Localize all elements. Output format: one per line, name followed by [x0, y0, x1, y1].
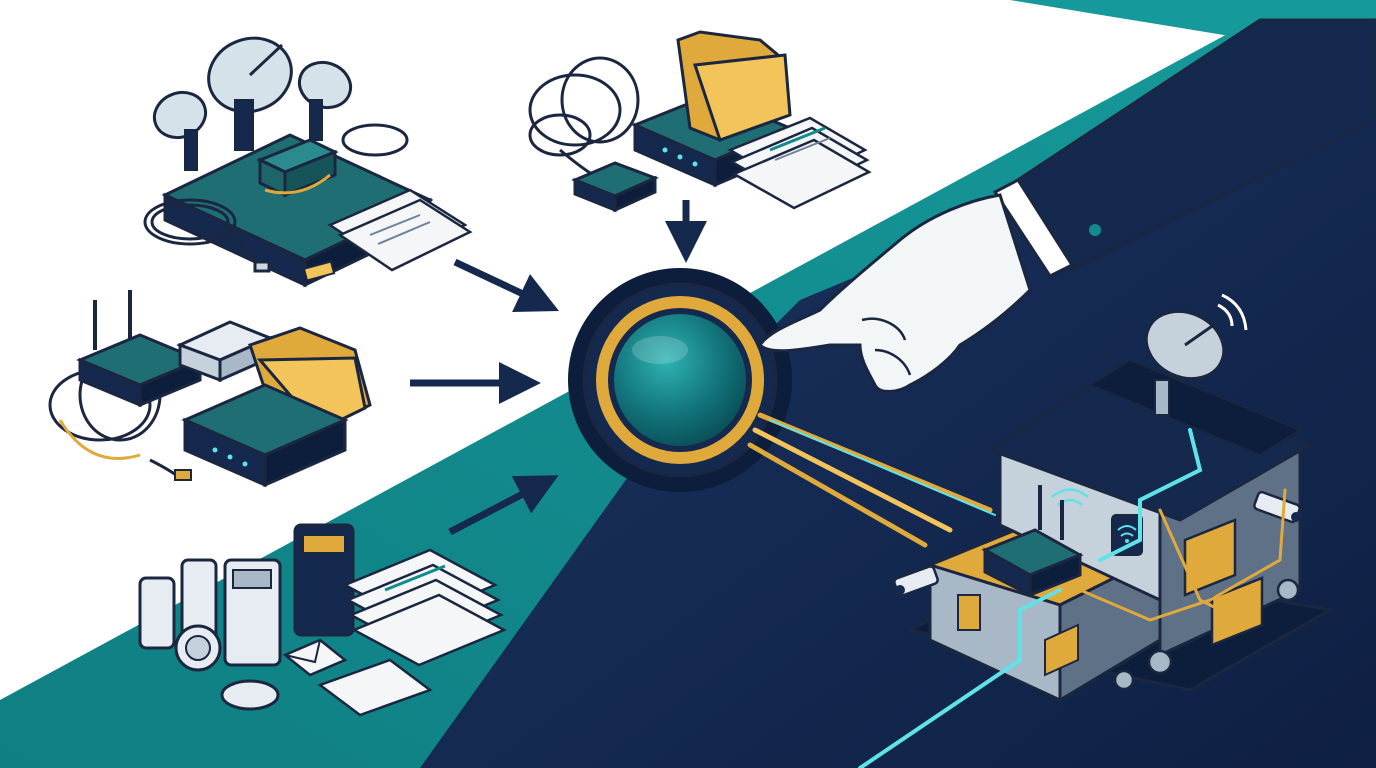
connection-wires: [858, 428, 1287, 768]
router-icon: [981, 485, 1084, 598]
router-icon: [181, 383, 349, 488]
document-stack-icon: [302, 188, 473, 282]
security-camera-icon: [893, 565, 939, 597]
button-icon: [568, 268, 792, 492]
security-sensor-icon: [138, 558, 280, 711]
security-camera-icon: [1253, 490, 1301, 524]
folder-icon: [676, 30, 792, 142]
document-stack-icon: [317, 548, 507, 717]
signal-beams: [747, 412, 996, 548]
document-stack-icon: [727, 116, 872, 210]
router-icon: [256, 138, 339, 198]
cable-icon: [528, 56, 640, 180]
calculator-icon: [223, 523, 355, 667]
files-and-cables-cluster: [528, 30, 872, 213]
envelope-icon: [282, 638, 348, 677]
router-icon: [76, 333, 204, 408]
cable-icon: [143, 123, 409, 273]
router-icon: [571, 161, 659, 213]
satellite-dish-icon: [152, 90, 208, 171]
arrow-right-icon: [453, 258, 560, 313]
satellite-equipment-cluster: [143, 36, 473, 288]
satellite-dish-icon: [207, 36, 293, 151]
pointing-hand-icon: [758, 18, 1376, 393]
satellite-dish-icon: [1144, 293, 1248, 416]
flow-arrows: [410, 200, 707, 536]
network-hardware-cluster: [48, 290, 372, 488]
arrow-right-icon: [448, 475, 559, 536]
satellite-dish-icon: [297, 60, 353, 141]
bills-and-devices-cluster: [138, 523, 507, 717]
smart-home-icon: [893, 293, 1335, 703]
cable-icon: [48, 290, 192, 481]
